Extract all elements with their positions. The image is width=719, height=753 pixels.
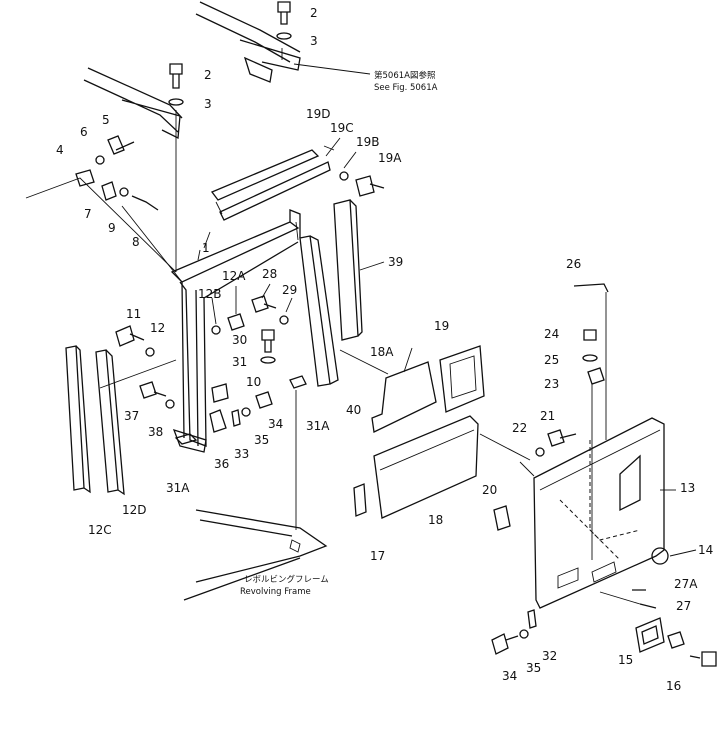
callout-17: 17 xyxy=(370,549,385,563)
callout-22: 22 xyxy=(512,421,527,435)
reference-notes: 第5061A図参照 See Fig. 5061A レボルビングフレーム Revo… xyxy=(240,70,438,597)
callout-6: 6 xyxy=(80,125,88,139)
callout-36: 36 xyxy=(214,457,229,471)
callout-9: 9 xyxy=(108,221,116,235)
callout-38: 38 xyxy=(148,425,163,439)
callout-12a: 12A xyxy=(222,269,246,283)
callout-3: 3 xyxy=(310,34,318,48)
callout-39: 39 xyxy=(388,255,403,269)
callout-15: 15 xyxy=(618,653,633,667)
callout-26: 26 xyxy=(566,257,581,271)
callout-12d: 12D xyxy=(122,503,147,517)
callout-19b: 19B xyxy=(356,135,380,149)
side-door-panel-13 xyxy=(533,417,669,609)
center-post-frame xyxy=(170,209,301,453)
callout-21: 21 xyxy=(540,409,555,423)
leader-lines xyxy=(25,48,697,605)
callout-labels: 1 2 2 3 3 4 5 6 7 8 9 10 11 12 12A 12B 1… xyxy=(56,6,713,693)
callout-25: 25 xyxy=(544,353,559,367)
callout-7: 7 xyxy=(84,207,92,221)
revolving-frame-note-en: Revolving Frame xyxy=(240,587,311,597)
small-parts xyxy=(75,1,717,667)
see-fig-note-jp: 第5061A図参照 xyxy=(374,70,436,81)
callout-35: 35 xyxy=(254,433,269,447)
callout-1: 1 xyxy=(202,241,210,255)
callout-8: 8 xyxy=(132,235,140,249)
callout-27a: 27A xyxy=(674,577,698,591)
callout-37: 37 xyxy=(124,409,139,423)
front-channels-12c-12d xyxy=(65,345,125,496)
callout-12c: 12C xyxy=(88,523,112,537)
callout-4: 4 xyxy=(56,143,64,157)
callout-5: 5 xyxy=(102,113,110,127)
callout-11: 11 xyxy=(126,307,141,321)
callout-19c: 19C xyxy=(330,121,354,135)
callout-31a: 31A xyxy=(306,419,330,433)
callout-23: 23 xyxy=(544,377,559,391)
callout-16: 16 xyxy=(666,679,681,693)
callout-34: 34 xyxy=(268,417,283,431)
callout-24: 24 xyxy=(544,327,559,341)
callout-31a: 31A xyxy=(166,481,190,495)
revolving-frame-note-jp: レボルビングフレーム xyxy=(244,574,329,585)
callout-20: 20 xyxy=(482,483,497,497)
top-frame-rails xyxy=(83,1,301,140)
panel-group-18 xyxy=(353,345,485,519)
callout-18: 18 xyxy=(428,513,443,527)
callout-12b: 12B xyxy=(198,287,222,301)
callout-14: 14 xyxy=(698,543,713,557)
callout-31: 31 xyxy=(232,355,247,369)
rear-channels-39-40 xyxy=(299,199,363,387)
callout-13: 13 xyxy=(680,481,695,495)
callout-32: 32 xyxy=(542,649,557,663)
callout-29: 29 xyxy=(282,283,297,297)
callout-3: 3 xyxy=(204,97,212,111)
callout-19d: 19D xyxy=(306,107,331,121)
callout-30: 30 xyxy=(232,333,247,347)
callout-19a: 19A xyxy=(378,151,402,165)
callout-10: 10 xyxy=(246,375,261,389)
callout-12: 12 xyxy=(150,321,165,335)
callout-18a: 18A xyxy=(370,345,394,359)
callout-34: 34 xyxy=(502,669,517,683)
see-fig-note-en: See Fig. 5061A xyxy=(374,83,438,93)
callout-19: 19 xyxy=(434,319,449,333)
callout-2: 2 xyxy=(310,6,318,20)
upper-rail-19d xyxy=(210,149,331,221)
callout-27: 27 xyxy=(676,599,691,613)
callout-2: 2 xyxy=(204,68,212,82)
revolving-frame xyxy=(183,509,328,601)
callout-33: 33 xyxy=(234,447,249,461)
callout-28: 28 xyxy=(262,267,277,281)
callout-35: 35 xyxy=(526,661,541,675)
callout-40: 40 xyxy=(346,403,361,417)
